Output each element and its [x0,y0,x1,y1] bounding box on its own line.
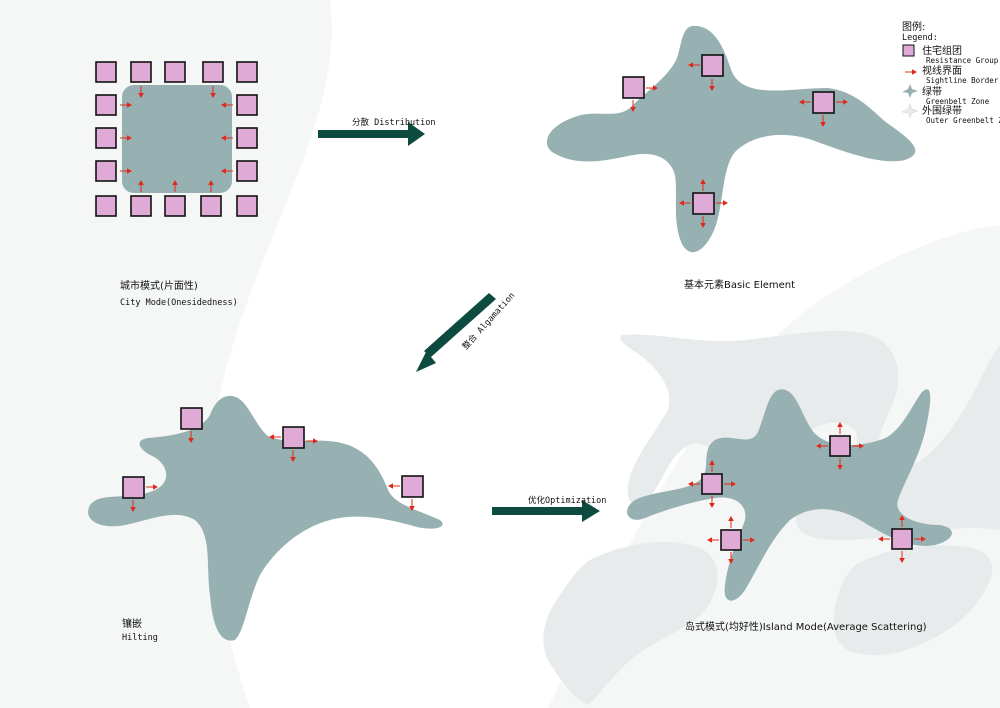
algamation-arrow [416,293,496,372]
city-mode-label-cn: 城市模式(片面性) [120,279,198,292]
distribution-flow: 分散 Distribution [318,117,436,146]
basic-element-panel: 基本元素Basic Element [546,25,916,291]
optimization-flow: 优化Optimization [492,495,606,522]
hilting-label-cn: 镶嵌 [122,617,142,630]
legend-title: 图例: [902,20,925,33]
optimization-arrow [492,500,600,522]
legend-item-cn: 外围绿带 [922,104,962,117]
legend-item-en: Outer Greenbelt Zone [926,116,1000,125]
island-mode-label: 岛式模式(均好性)Island Mode(Average Scattering) [685,620,927,633]
basic-element-label: 基本元素Basic Element [684,278,795,291]
legend-item-cn: 绿带 [922,85,942,98]
hilting-panel: 镶嵌 Hilting [88,395,443,643]
island-resistance-groups [701,435,913,551]
legend-item-en: Sightline Border [926,76,999,85]
legend-item-en: Resistance Group [926,56,999,65]
pink-square-icon [902,44,915,57]
hilting-greenbelt-shape [88,395,443,641]
optimization-label: 优化Optimization [528,495,606,506]
outer-greenbelt-shapes [543,330,1000,705]
basic-greenbelt-shape [546,25,916,253]
red-arrow-icon [904,68,918,76]
greenbelt-icon [902,84,918,98]
legend-item-en: Greenbelt Zone [926,97,990,106]
basic-resistance-groups [622,54,835,215]
city-mode-panel: 城市模式(片面性) City Mode(Onesidedness) [95,61,258,308]
city-mode-label-en: City Mode(Onesidedness) [120,298,238,308]
island-mode-panel: 岛式模式(均好性)Island Mode(Average Scattering) [543,330,1000,705]
hilting-label-en: Hilting [122,633,158,643]
legend-item-cn: 住宅组团 [922,44,962,57]
legend-item-cn: 视线界面 [922,64,962,77]
outer-greenbelt-icon [901,103,919,119]
island-greenbelt-shape [627,389,952,601]
city-resistance-groups [95,61,258,217]
hilting-resistance-groups [122,407,424,499]
city-greenbelt-block [122,85,232,193]
distribution-arrow [318,122,425,146]
distribution-label: 分散 Distribution [352,117,436,128]
algamation-flow: 整合 Algamation [416,290,517,372]
legend-subtitle: Legend: [902,33,938,43]
legend: 图例: Legend: 住宅组团 Resistance Group 视线界面 S… [901,20,1000,125]
